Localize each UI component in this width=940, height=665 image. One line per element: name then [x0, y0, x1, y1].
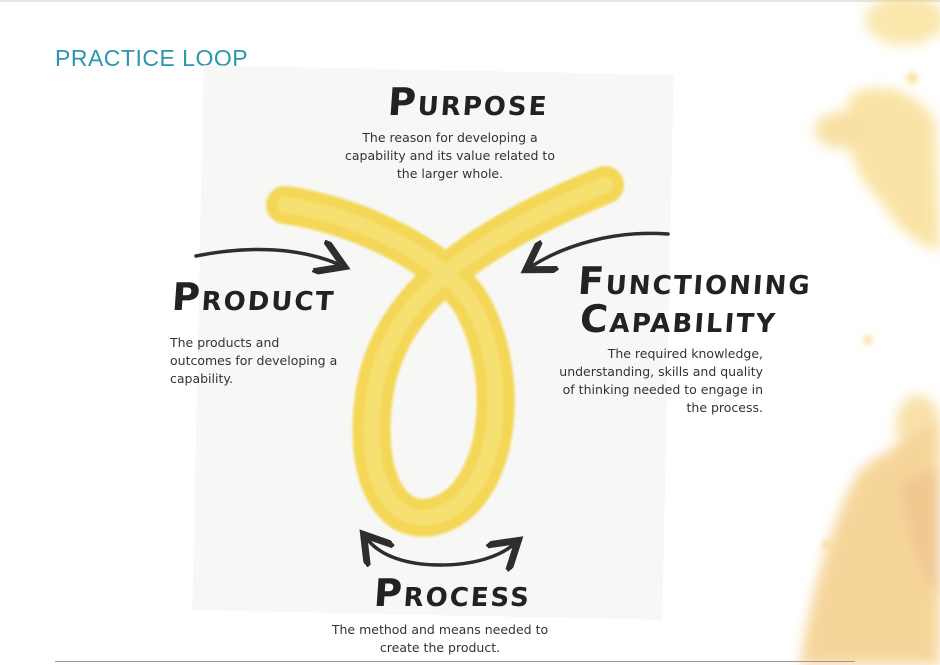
purpose-description: The reason for developing a capability a… — [345, 130, 555, 181]
bottom-rule — [55, 661, 855, 662]
arrow-product-to-loop — [194, 249, 338, 264]
loop-stroke — [266, 166, 624, 537]
arrow-functioning-to-loop — [532, 231, 670, 266]
product-description: The products and outcomes for developing… — [170, 335, 338, 386]
functioning-heading-line2: CAPABILITY — [578, 297, 778, 341]
top-rule — [0, 0, 940, 2]
process-description: The method and means needed to create th… — [331, 622, 549, 655]
arrow-process-left — [368, 540, 442, 565]
functioning-heading-line1: FUNCTIONING — [576, 259, 813, 303]
arrow-process-right — [438, 545, 513, 565]
purpose-heading: PURPOSE — [386, 80, 550, 124]
product-heading: PRODUCT — [170, 275, 337, 319]
functioning-description: The required knowledge, understanding, s… — [559, 346, 763, 415]
process-heading: PROCESS — [372, 571, 532, 615]
